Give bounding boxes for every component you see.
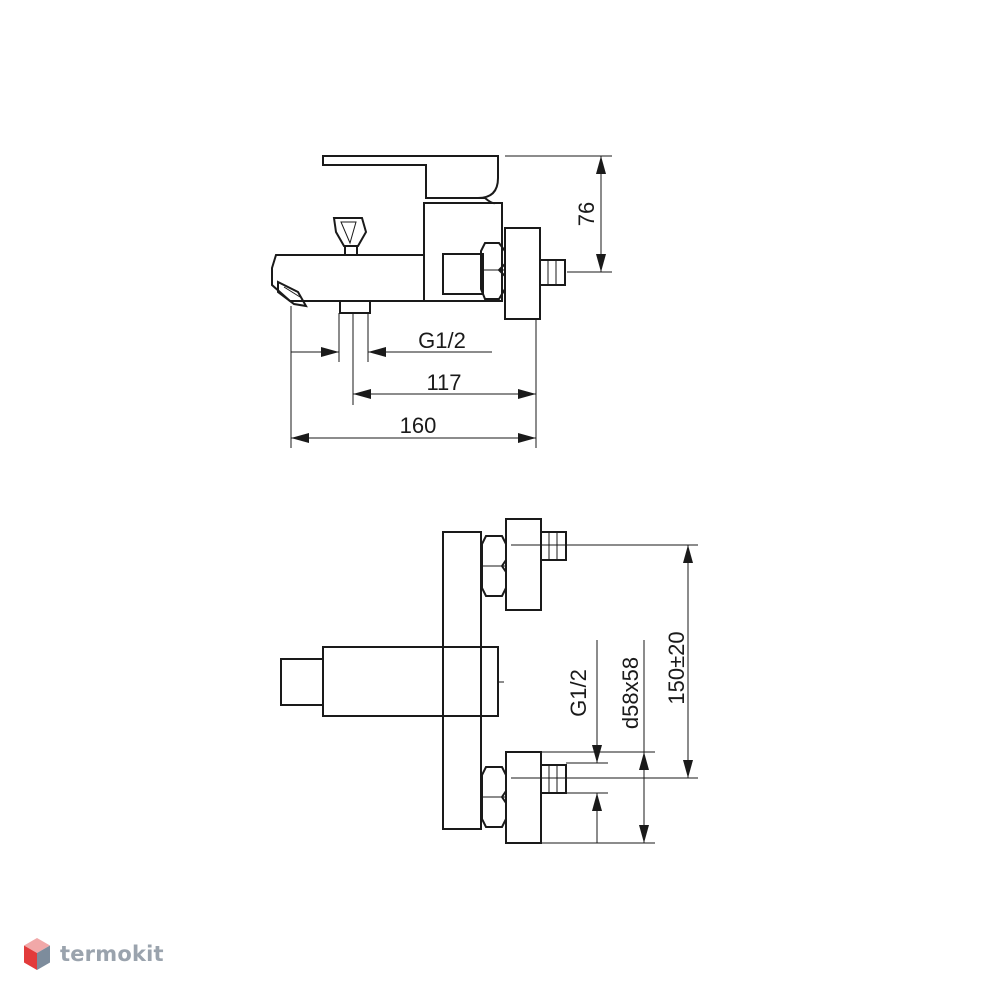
brand-name: termokit — [60, 942, 164, 966]
dim-thread-front-label: G1/2 — [566, 669, 591, 717]
front-spout-stub — [280, 658, 324, 706]
diverter-stem — [344, 245, 358, 256]
lever-handle — [322, 155, 499, 199]
inlet-connector-side — [539, 259, 566, 286]
dim-inlet-spout-label: 117 — [426, 370, 461, 395]
spout — [271, 254, 424, 302]
dim-total-length-label: 160 — [400, 413, 437, 438]
dim-thread-side-label: G1/2 — [418, 328, 466, 353]
bottom-outlet — [339, 300, 371, 314]
front-body-column — [442, 531, 482, 830]
dim-height-label: 76 — [574, 202, 599, 226]
body-square — [442, 253, 484, 295]
brand-watermark: termokit — [22, 934, 164, 974]
front-mixer-body — [322, 646, 499, 717]
dim-rosette-label: d58x58 — [618, 657, 643, 729]
wall-escutcheon-side — [504, 227, 541, 320]
dim-centre-distance-label: 150±20 — [664, 631, 689, 704]
aerator — [277, 280, 308, 308]
lower-connection — [481, 751, 567, 844]
mixer-body — [423, 202, 503, 302]
front-view: G1/2 d58x58 150±20 — [280, 518, 698, 844]
side-view: 76 G1/2 117 160 — [271, 155, 612, 448]
upper-connection — [481, 518, 567, 611]
hexagon-cube-logo-icon — [24, 938, 50, 970]
